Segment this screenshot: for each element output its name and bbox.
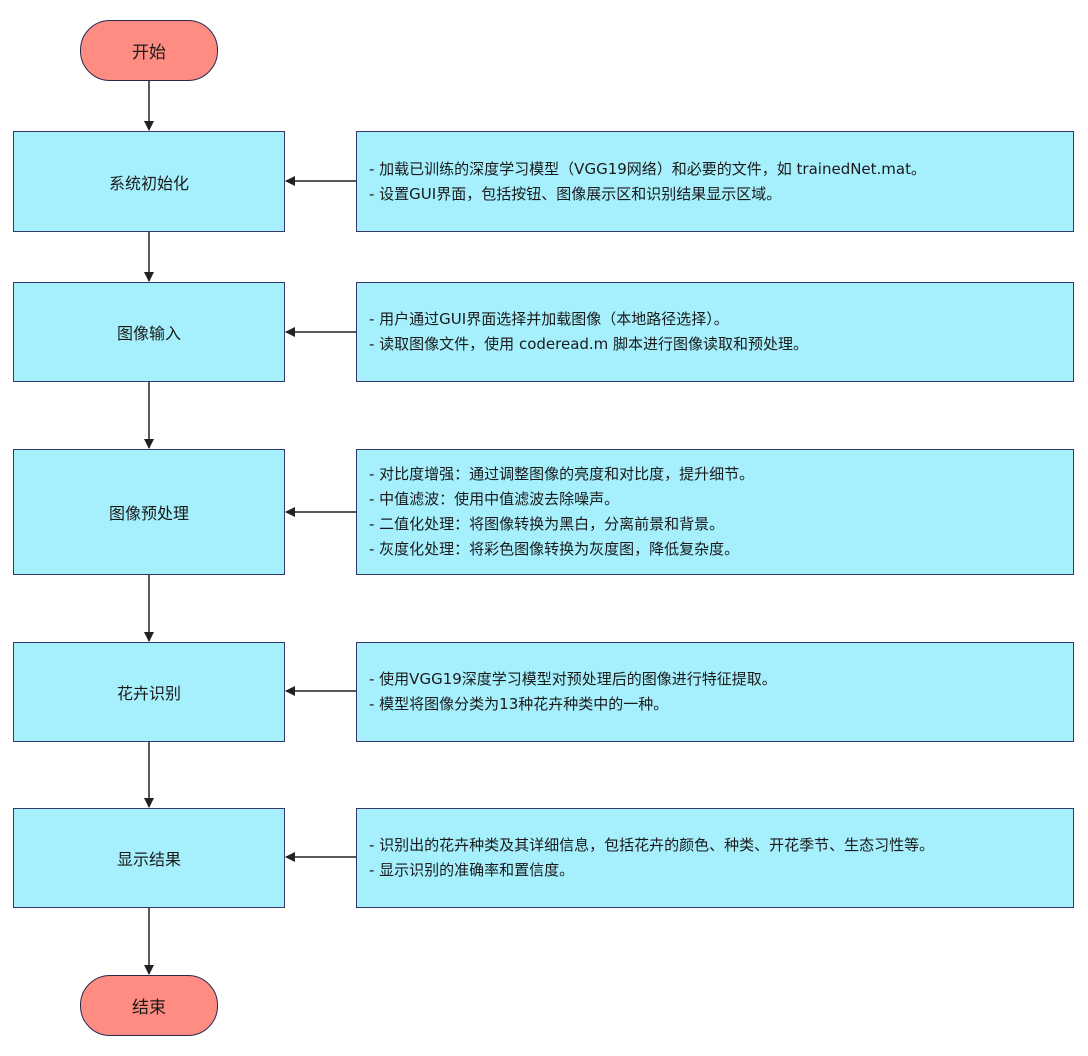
note-line: - 中值滤波：使用中值滤波去除噪声。	[369, 490, 620, 508]
note-line: - 显示识别的准确率和置信度。	[369, 861, 575, 879]
step-show-result: 显示结果	[13, 808, 285, 908]
note-line: - 灰度化处理：将彩色图像转换为灰度图，降低复杂度。	[369, 540, 740, 558]
end-label: 结束	[132, 998, 166, 1018]
note-preprocess: - 对比度增强：通过调整图像的亮度和对比度，提升细节。 - 中值滤波：使用中值滤…	[356, 449, 1074, 575]
note-system-init: - 加载已训练的深度学习模型（VGG19网络）和必要的文件，如 trainedN…	[356, 131, 1074, 232]
note-line: - 二值化处理：将图像转换为黑白，分离前景和背景。	[369, 515, 725, 533]
step-label: 系统初始化	[108, 173, 189, 193]
step-label: 显示结果	[116, 850, 181, 869]
note-line: - 用户通过GUI界面选择并加载图像（本地路径选择）。	[369, 310, 729, 328]
note-line: - 模型将图像分类为13种花卉种类中的一种。	[369, 695, 669, 713]
note-line: - 识别出的花卉种类及其详细信息，包括花卉的颜色、种类、开花季节、生态习性等。	[369, 836, 935, 854]
note-image-input: - 用户通过GUI界面选择并加载图像（本地路径选择）。 - 读取图像文件，使用 …	[356, 282, 1074, 382]
note-line: - 对比度增强：通过调整图像的亮度和对比度，提升细节。	[369, 465, 755, 483]
note-show-result: - 识别出的花卉种类及其详细信息，包括花卉的颜色、种类、开花季节、生态习性等。 …	[356, 808, 1074, 908]
step-label: 图像输入	[116, 324, 181, 343]
step-flower-recognition: 花卉识别	[13, 642, 285, 742]
step-preprocess: 图像预处理	[13, 449, 285, 575]
note-flower-recognition: - 使用VGG19深度学习模型对预处理后的图像进行特征提取。 - 模型将图像分类…	[356, 642, 1074, 742]
step-label: 图像预处理	[108, 504, 189, 523]
step-image-input: 图像输入	[13, 282, 285, 382]
note-line: - 使用VGG19深度学习模型对预处理后的图像进行特征提取。	[369, 670, 777, 688]
step-system-init: 系统初始化	[13, 131, 285, 232]
end-node: 结束	[80, 975, 218, 1036]
start-label: 开始	[132, 43, 166, 63]
start-node: 开始	[80, 20, 218, 81]
note-line: - 读取图像文件，使用 coderead.m 脚本进行图像读取和预处理。	[369, 335, 809, 353]
step-label: 花卉识别	[116, 684, 181, 703]
note-line: - 加载已训练的深度学习模型（VGG19网络）和必要的文件，如 trainedN…	[369, 159, 926, 178]
note-line: - 设置GUI界面，包括按钮、图像展示区和识别结果显示区域。	[369, 184, 782, 203]
